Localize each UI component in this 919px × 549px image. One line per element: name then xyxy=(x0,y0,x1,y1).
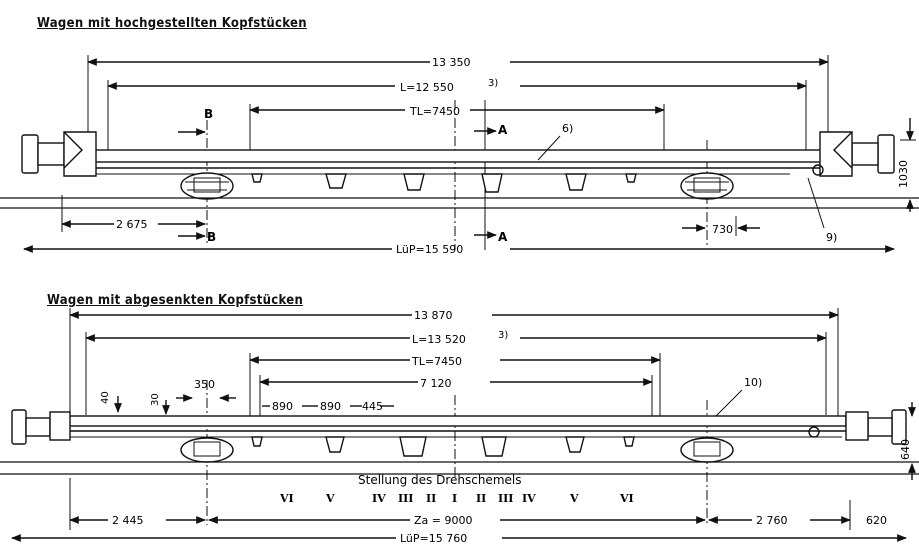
bottom-wagon xyxy=(0,308,919,542)
top-tl-dim: TL=7450 xyxy=(409,105,460,118)
top-callout-9: 9) xyxy=(826,231,837,244)
top-section-b-lower: B xyxy=(207,230,216,244)
top-section-b-upper: B xyxy=(204,107,213,121)
top-callout-6: 6) xyxy=(562,122,573,135)
position-label: VI xyxy=(279,492,294,505)
bottom-span-dim: 7 120 xyxy=(420,377,452,390)
bottom-left-offset-dim: 2 445 xyxy=(112,514,144,527)
bottom-right-offset-dim: 2 760 xyxy=(756,514,788,527)
bottom-dim-30: 30 xyxy=(150,393,161,406)
bottom-tl-dim: TL=7450 xyxy=(411,355,462,368)
position-label: III xyxy=(398,492,413,505)
bottom-dim-40: 40 xyxy=(100,391,111,404)
top-overall-dim: 13 350 xyxy=(432,56,471,69)
top-section-a-lower: A xyxy=(498,230,508,244)
bottom-callout-10: 10) xyxy=(744,376,762,389)
position-label: IV xyxy=(372,492,386,505)
bottom-dim-890-b: 890 xyxy=(320,400,341,413)
top-drawing-title: Wagen mit hochgestellten Kopfstücken xyxy=(37,16,307,31)
bottom-dim-445: 445 xyxy=(362,400,383,413)
top-length-note: 3) xyxy=(488,78,498,89)
top-right-offset-dim: 730 xyxy=(712,223,733,236)
bottom-end-dim: 620 xyxy=(866,514,887,527)
bottom-height-dim: 640 xyxy=(899,439,912,460)
position-label: I xyxy=(452,492,457,505)
bottom-length-dim: L=13 520 xyxy=(412,333,466,346)
position-label: V xyxy=(325,492,335,505)
top-left-offset-dim: 2 675 xyxy=(116,218,148,231)
bottom-dim-350: 350 xyxy=(194,378,215,391)
bottom-dim-890-a: 890 xyxy=(272,400,293,413)
position-label: III xyxy=(498,492,513,505)
bottom-drawing-title: Wagen mit abgesenkten Kopfstücken xyxy=(47,293,304,308)
bottom-overall-dim: 13 870 xyxy=(414,309,453,322)
stellung-label: Stellung des Drehschemels xyxy=(358,473,521,487)
position-label: VI xyxy=(619,492,634,505)
position-label: IV xyxy=(522,492,536,505)
top-length-dim: L=12 550 xyxy=(400,81,454,94)
top-wagon xyxy=(0,55,919,253)
bottom-luep-dim: LüP=15 760 xyxy=(400,532,467,545)
top-section-a-upper: A xyxy=(498,123,508,137)
bottom-length-note: 3) xyxy=(498,330,508,341)
top-luep-dim: LüP=15 590 xyxy=(396,243,463,256)
position-label: II xyxy=(476,492,486,505)
position-label: V xyxy=(569,492,579,505)
bottom-za-dim: Za = 9000 xyxy=(414,514,472,527)
position-label: II xyxy=(426,492,436,505)
top-height-dim: 1030 xyxy=(897,160,910,188)
